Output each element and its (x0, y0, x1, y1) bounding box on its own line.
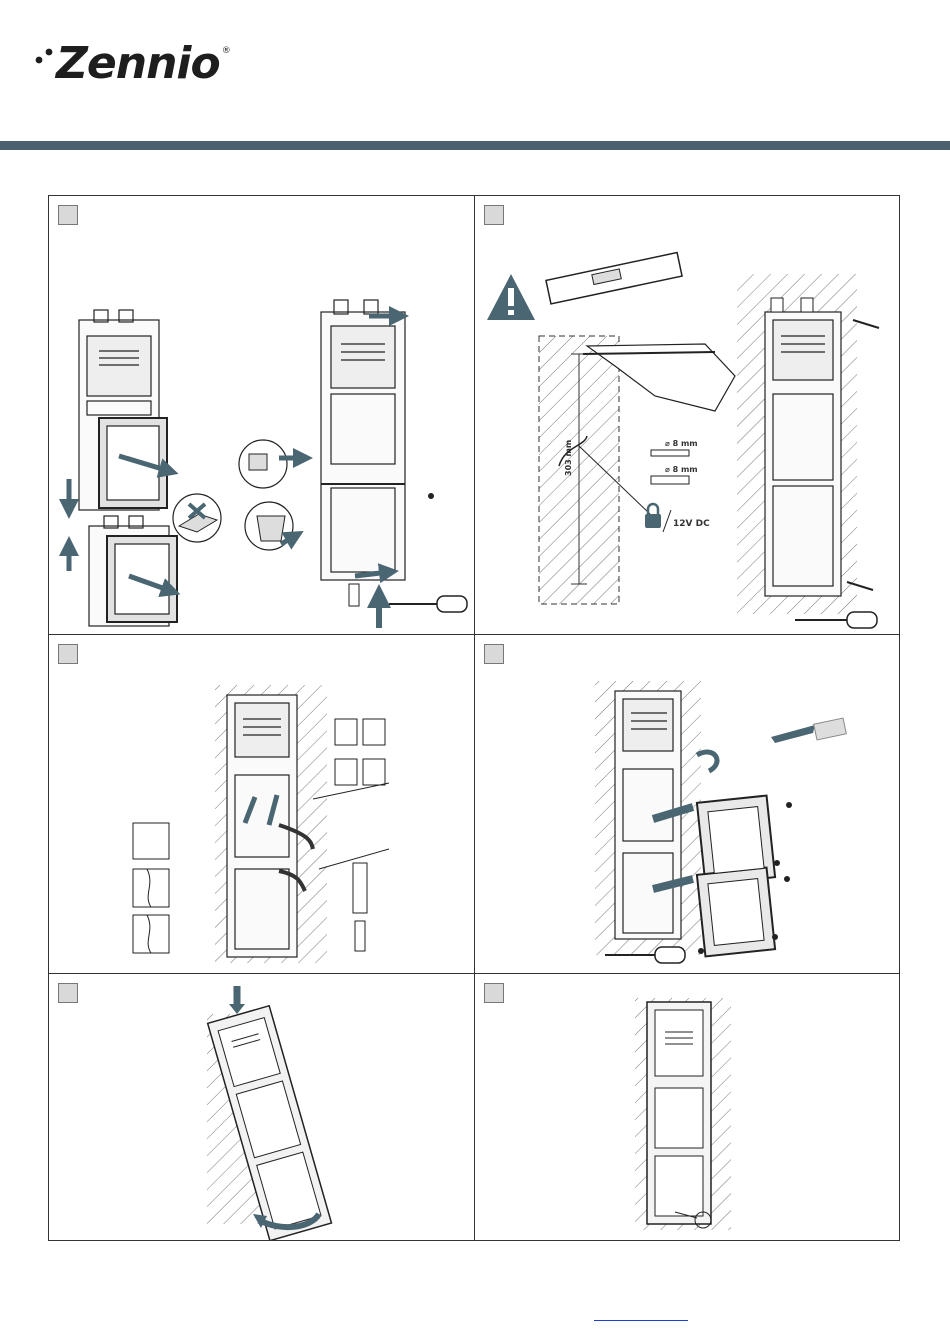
step-panel-4 (475, 635, 899, 974)
connect-wiring-illustration (49, 635, 475, 974)
fit-modules-illustration (475, 635, 899, 974)
step-panel-6 (475, 974, 899, 1240)
registered-mark: ® (222, 46, 230, 56)
header-band (0, 141, 950, 150)
attach-frame-illustration (49, 974, 475, 1240)
warning-icon (487, 274, 535, 320)
footer-link-underline[interactable] (594, 1320, 688, 1321)
screwdriver-icon (795, 612, 877, 628)
installation-steps-grid: 303 mm ⌀ 8 mm ⌀ 8 mm 12V DC (48, 195, 900, 1241)
finished-installation-illustration (475, 974, 899, 1240)
lock-icon (645, 504, 661, 528)
spirit-level-icon (546, 253, 682, 304)
brand-logo-text: Zennio (56, 38, 220, 89)
drill-size-2: ⌀ 8 mm (665, 465, 698, 474)
step-panel-3 (49, 635, 475, 974)
brand-logo: Zennio® (56, 38, 228, 89)
step-panel-5 (49, 974, 475, 1240)
height-label: 303 mm (564, 440, 573, 476)
step-panel-1 (49, 196, 475, 635)
step-panel-2: 303 mm ⌀ 8 mm ⌀ 8 mm 12V DC (475, 196, 899, 635)
screwdriver-icon (389, 596, 467, 612)
wall-mounting-illustration: 303 mm ⌀ 8 mm ⌀ 8 mm 12V DC (475, 196, 899, 635)
drill-size-1: ⌀ 8 mm (665, 439, 698, 448)
assemble-modules-illustration (49, 196, 475, 635)
power-label: 12V DC (673, 519, 710, 529)
logo-mark-icon (34, 46, 58, 70)
